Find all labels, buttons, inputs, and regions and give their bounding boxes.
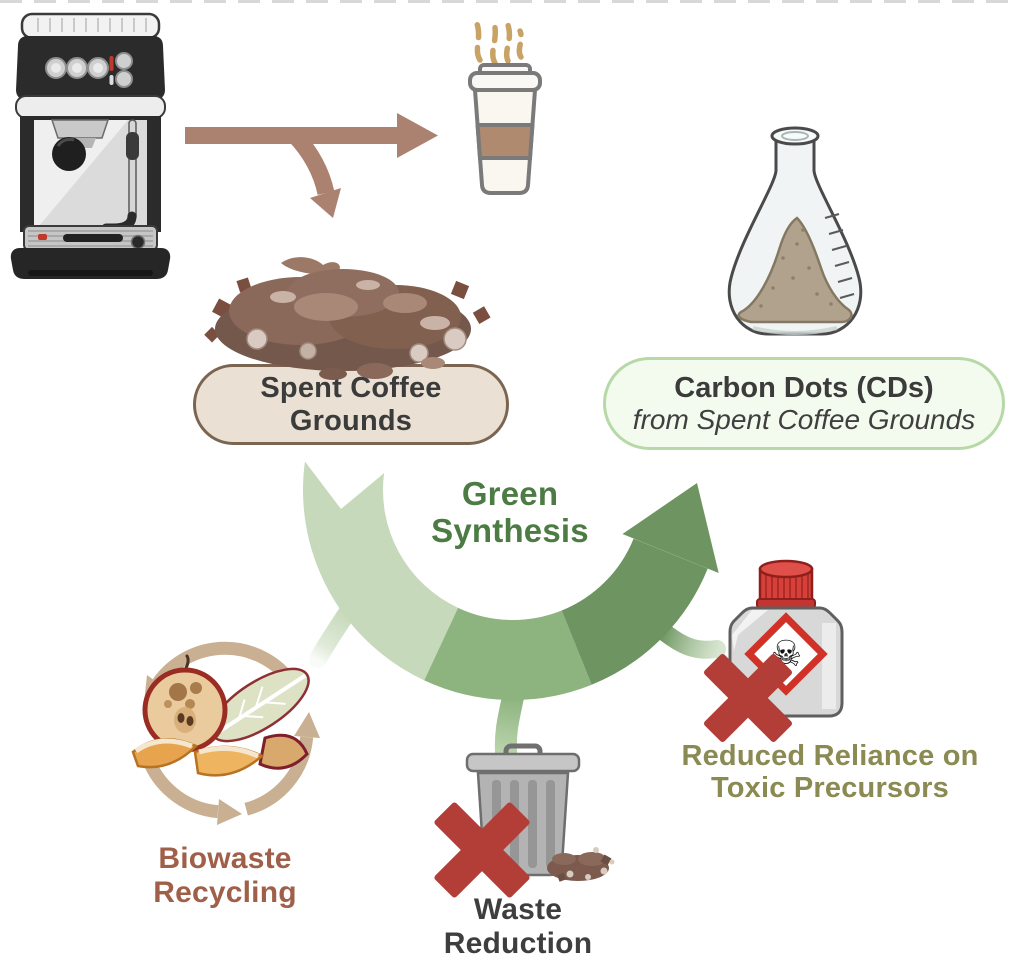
spent-coffee-grounds-label: Spent Coffee Grounds [193, 364, 509, 445]
recycling-arrows-icon [131, 641, 320, 825]
green-synthesis-text: Green Synthesis [431, 475, 589, 549]
no-x-icon [703, 653, 793, 743]
carbon-dots-label: Carbon Dots (CDs) from Spent Coffee Grou… [603, 357, 1005, 450]
trash-can-icon [434, 743, 615, 898]
no-x-icon [434, 802, 530, 898]
espresso-machine-icon [10, 12, 171, 279]
carbon-dots-title: Carbon Dots (CDs) [674, 371, 934, 404]
coffee-grounds-icon [204, 257, 491, 380]
biowaste-recycling-text: Biowaste Recycling [153, 842, 297, 909]
biowaste-recycling-label: Biowaste Recycling [130, 842, 320, 909]
toxic-precursors-text: Reduced Reliance on Toxic Precursors [681, 740, 979, 805]
green-synthesis-label: Green Synthesis [405, 475, 615, 550]
coffee-cup-icon [468, 16, 542, 195]
waste-reduction-label: Waste Reduction [423, 893, 613, 960]
flask-icon [727, 126, 863, 336]
carbon-dots-subtitle: from Spent Coffee Grounds [632, 404, 976, 436]
branch-arrow-icon [185, 113, 438, 218]
toxic-bottle-icon: ☠ [703, 559, 844, 743]
spent-coffee-grounds-text: Spent Coffee Grounds [260, 371, 442, 437]
toxic-precursors-label: Reduced Reliance on Toxic Precursors [648, 740, 1009, 805]
waste-reduction-text: Waste Reduction [443, 893, 593, 960]
green-cycle-arrow-icon [300, 455, 726, 764]
top-border-dashes [0, 0, 1009, 3]
